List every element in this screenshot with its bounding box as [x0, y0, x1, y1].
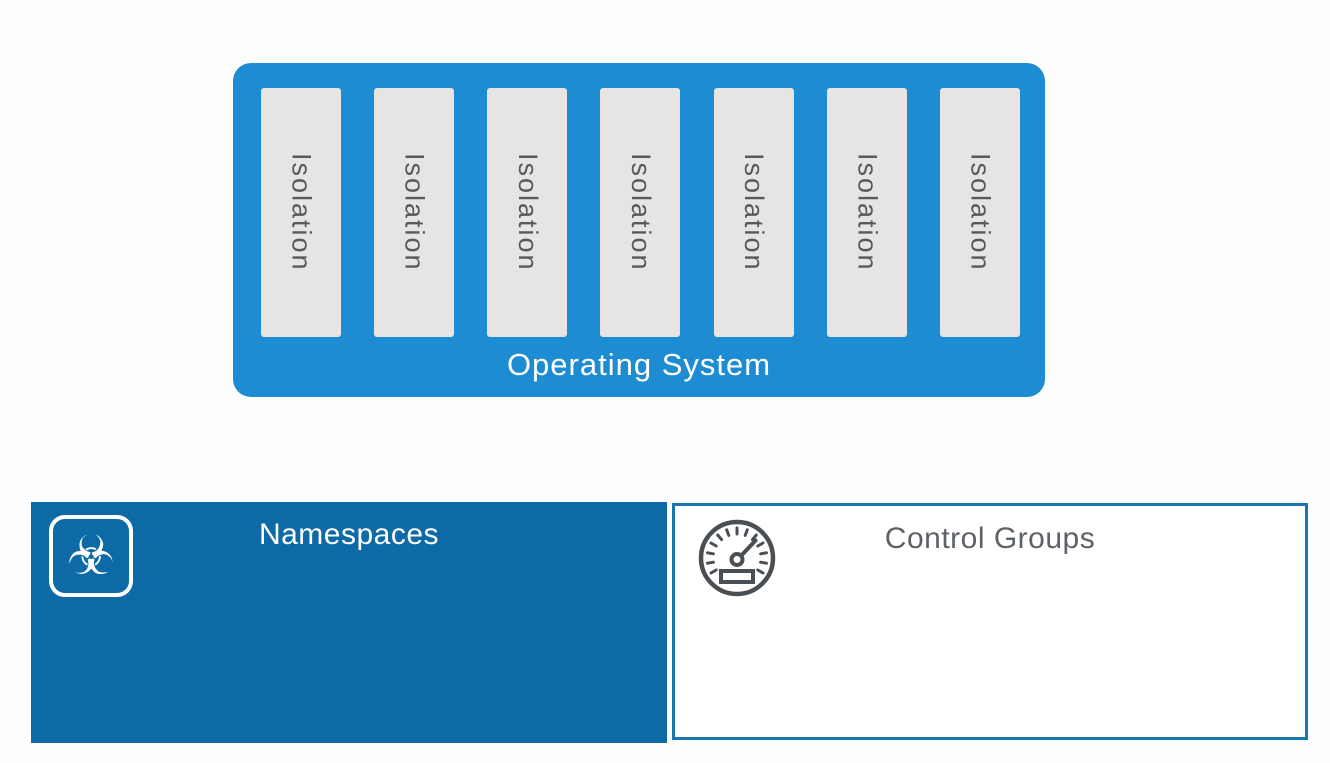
isolation-bar-label: Isolation	[739, 153, 770, 272]
isolation-bar-label: Isolation	[399, 153, 430, 272]
isolation-bar-label: Isolation	[965, 153, 996, 272]
isolation-bars-row: Isolation Isolation Isolation Isolation …	[261, 88, 1020, 337]
namespaces-title: Namespaces	[258, 518, 440, 551]
isolation-bar-label: Isolation	[512, 153, 543, 272]
operating-system-box: Isolation Isolation Isolation Isolation …	[233, 63, 1045, 397]
isolation-bar: Isolation	[713, 88, 794, 337]
isolation-bar-label: Isolation	[852, 153, 883, 272]
operating-system-label: Operating System	[506, 347, 772, 382]
namespaces-card: ☣ Namespaces	[31, 502, 667, 743]
isolation-bar: Isolation	[487, 88, 568, 337]
isolation-bar-label: Isolation	[286, 153, 317, 272]
biohazard-glyph: ☣	[66, 524, 116, 587]
gauge-icon	[698, 519, 776, 597]
biohazard-icon: ☣	[49, 515, 133, 597]
control-groups-card: Control Groups	[672, 503, 1308, 740]
isolation-bar-label: Isolation	[625, 153, 656, 272]
isolation-bar: Isolation	[374, 88, 455, 337]
isolation-bar: Isolation	[826, 88, 907, 337]
isolation-bar: Isolation	[600, 88, 681, 337]
isolation-bar: Isolation	[261, 88, 341, 337]
control-groups-title: Control Groups	[884, 522, 1096, 555]
isolation-bar: Isolation	[939, 88, 1020, 337]
